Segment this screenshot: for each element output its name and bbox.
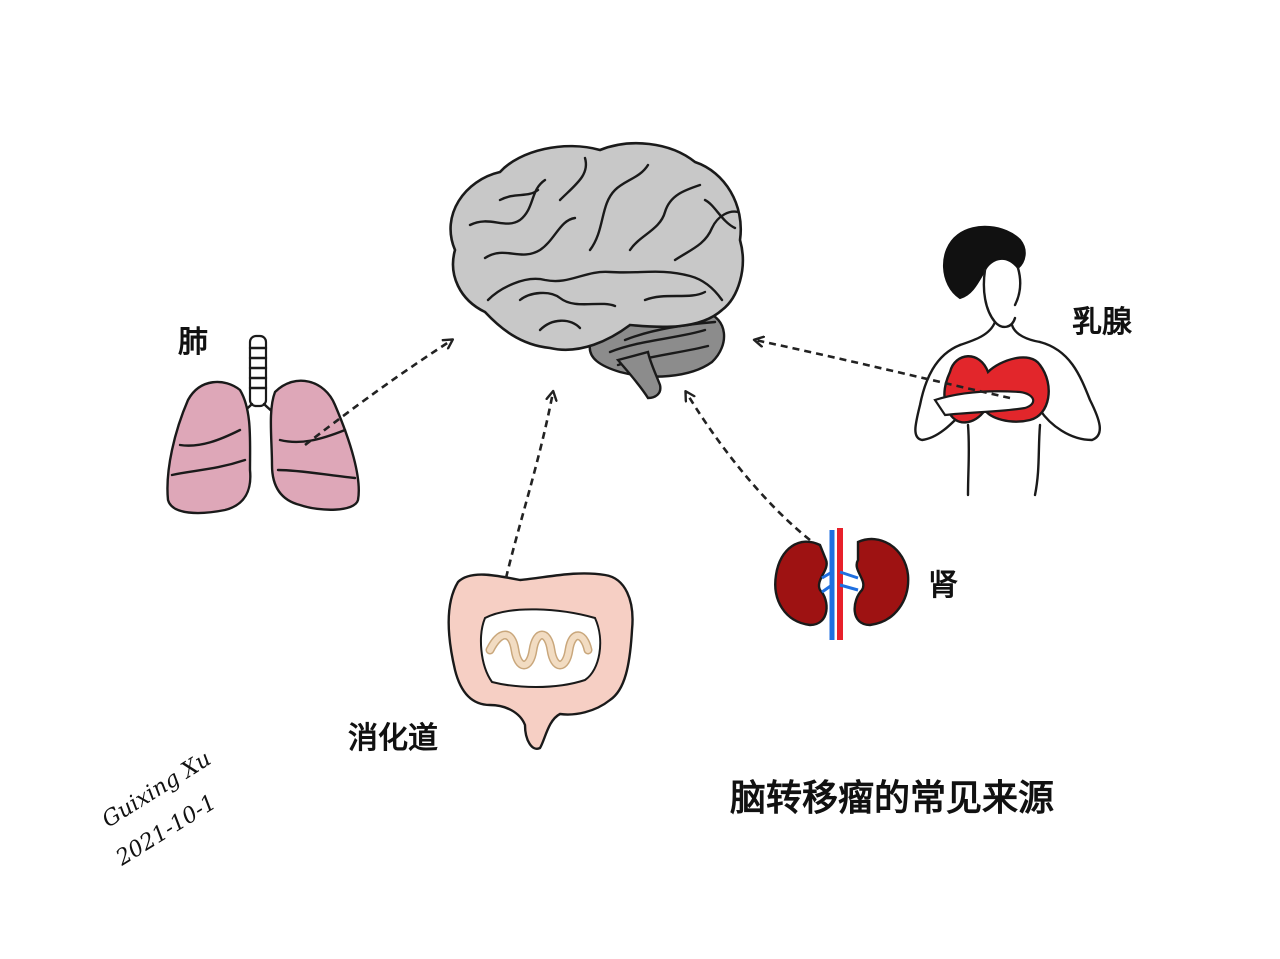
kidneys-icon (774, 528, 910, 640)
digestive-label: 消化道 (348, 721, 438, 756)
arrow-digestive-to-brain (504, 392, 553, 579)
diagram-caption: 脑转移瘤的常见来源 (730, 778, 1054, 819)
lung-label: 肺 (178, 325, 208, 360)
brainstem (615, 350, 662, 400)
lungs-icon (166, 334, 360, 515)
arrow-lung-to-brain (304, 340, 452, 447)
intestine-icon (447, 572, 634, 750)
woman-breast-icon (914, 225, 1101, 497)
arrow-kidney-to-brain (686, 392, 811, 542)
cerebrum (449, 141, 745, 352)
brain-icon (449, 141, 745, 400)
artist-signature: Guixing Xu 2021-10-1 (98, 747, 221, 872)
kidney-label: 肾 (928, 568, 958, 603)
breast-label: 乳腺 (1072, 305, 1133, 340)
